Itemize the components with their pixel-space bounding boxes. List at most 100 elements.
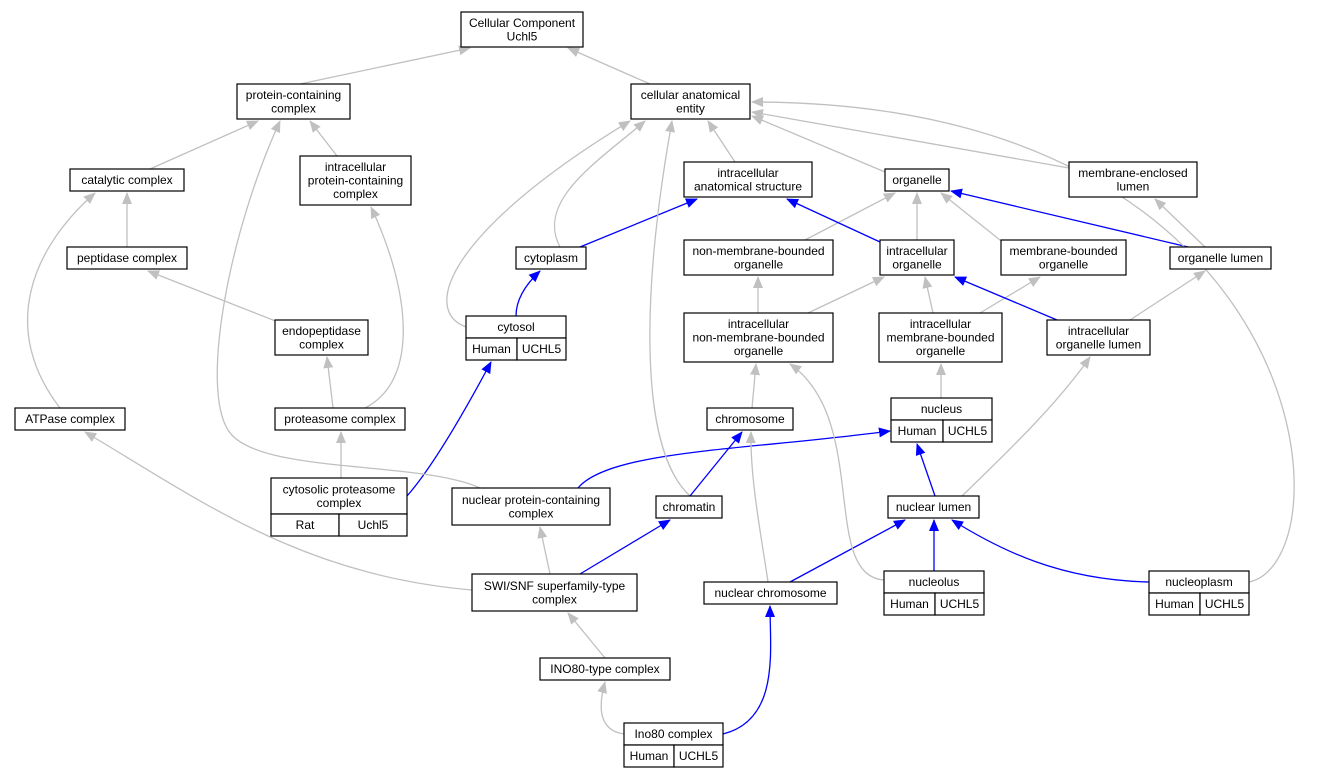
annotation-gene-label: UCHL5	[679, 749, 719, 763]
edge-ino80-type-complex-to-swi-snf-complex	[567, 612, 606, 659]
edge-protein-containing-complex-to-root	[299, 45, 471, 85]
annotation-gene-cell: UCHL5	[1199, 592, 1250, 616]
go-term-box	[471, 573, 638, 612]
go-term-box	[683, 161, 813, 198]
edge-chromosome-to-intracellular-nmb-organelle	[750, 363, 760, 409]
go-term-label: Uchl5	[507, 29, 538, 43]
annotation-species-cell: Human	[890, 419, 944, 443]
annotation-species-label: Human	[630, 749, 669, 763]
edge-nuclear-lumen-to-nucleus	[915, 443, 936, 497]
go-term-node-organelle[interactable]: organelle	[884, 168, 950, 192]
annotation-species-label: Rat	[296, 518, 315, 532]
edge-intracellular-anatomical-structure-to-cellular-anatomical-entity	[707, 120, 736, 163]
go-term-label: chromatin	[663, 500, 716, 514]
go-term-node-organelle-lumen[interactable]: organelle lumen	[1169, 246, 1272, 270]
edge-catalytic-complex-to-protein-containing-complex	[149, 120, 259, 170]
go-term-node-ino80-type-complex[interactable]: INO80-type complex	[539, 657, 671, 681]
go-term-node-nuclear-lumen[interactable]: nuclear lumen	[887, 495, 980, 519]
go-term-box	[460, 11, 584, 48]
go-term-node-proteasome-complex[interactable]: proteasome complex	[274, 407, 406, 431]
go-term-label: Cellular Component	[469, 16, 576, 30]
edge-intracellular-mb-organelle-to-membrane-bounded-organelle	[979, 276, 1041, 314]
go-term-box	[66, 246, 188, 270]
annotation-species-label: Human	[472, 342, 511, 356]
edge-chromatin-to-chromosome	[689, 431, 743, 497]
go-term-node-cytoplasm[interactable]: cytoplasm	[515, 246, 587, 270]
annotation-species-label: Human	[1155, 597, 1194, 611]
go-term-label: membrane-enclosed	[1078, 166, 1187, 180]
go-term-label: lumen	[1117, 179, 1150, 193]
go-term-label: organelle	[916, 344, 966, 358]
go-term-label: cellular anatomical	[641, 88, 740, 102]
go-term-label: endopeptidase	[282, 324, 361, 338]
go-term-node-peptidase-complex[interactable]: peptidase complex	[66, 246, 188, 270]
annotation-gene-label: Uchl5	[358, 518, 389, 532]
go-term-label: intracellular	[886, 244, 947, 258]
annotation-gene-cell: UCHL5	[942, 419, 993, 443]
edge-cellular-anatomical-entity-to-root	[567, 47, 651, 85]
edge-nuclear-lumen-to-intracellular-organelle-lumen	[961, 356, 1091, 497]
go-term-label: entity	[676, 101, 705, 115]
go-term-label: complex	[271, 101, 316, 115]
go-term-label: organelle	[1039, 257, 1089, 271]
edge-intracellular-nmb-organelle-to-intracellular-organelle	[807, 276, 885, 314]
annotation-cell-box	[516, 337, 567, 361]
edge-membrane-bounded-organelle-to-organelle	[940, 192, 1006, 245]
go-term-box	[539, 657, 671, 681]
go-term-box	[236, 83, 351, 120]
go-term-label: cytosolic proteasome	[283, 482, 396, 496]
go-term-label: non-membrane-bounded	[692, 244, 824, 258]
go-term-label: nuclear chromosome	[714, 586, 826, 600]
go-term-box	[515, 246, 587, 270]
go-term-node-catalytic-complex[interactable]: catalytic complex	[69, 168, 185, 192]
edge-cytoplasm-to-cellular-anatomical-entity	[553, 120, 646, 248]
go-term-node-nuclear-chromosome[interactable]: nuclear chromosome	[703, 581, 838, 605]
go-term-label: INO80-type complex	[550, 662, 659, 676]
go-term-label: nucleolus	[909, 575, 960, 589]
go-term-label: protein-containing	[308, 174, 403, 188]
go-term-label: complex	[299, 337, 344, 351]
go-term-node-chromosome[interactable]: chromosome	[706, 407, 794, 431]
annotation-cell-box	[673, 744, 724, 768]
edge-cytosol-to-cytoplasm	[515, 270, 541, 317]
annotation-gene-cell: UCHL5	[934, 592, 985, 616]
annotation-species-cell: Human	[623, 744, 675, 768]
edges-layer	[27, 45, 1295, 735]
go-term-node-chromatin[interactable]: chromatin	[655, 495, 723, 519]
go-term-label: membrane-bounded	[1009, 244, 1117, 258]
go-term-label: complex	[532, 592, 577, 606]
go-term-box	[274, 319, 369, 356]
edge-nuclear-protein-containing-complex-to-nucleus	[577, 427, 891, 489]
go-term-node-intracellular-nmb-organelle[interactable]: intracellularnon-membrane-boundedorganel…	[683, 312, 834, 363]
go-term-node-atpase-complex[interactable]: ATPase complex	[14, 407, 126, 431]
go-term-label: ATPase complex	[25, 412, 115, 426]
annotation-cell-box	[1199, 592, 1250, 616]
edge-intracellular-organelle-to-intracellular-anatomical-structure	[786, 198, 881, 243]
annotation-cell-box	[942, 419, 993, 443]
edge-proteasome-complex-to-endopeptidase-complex	[323, 356, 334, 409]
edge-nucleolus-to-intracellular-nmb-organelle	[789, 363, 885, 581]
go-term-label: anatomical structure	[694, 179, 802, 193]
go-term-label: intracellular	[717, 166, 778, 180]
go-term-label: intracellular	[1068, 324, 1129, 338]
